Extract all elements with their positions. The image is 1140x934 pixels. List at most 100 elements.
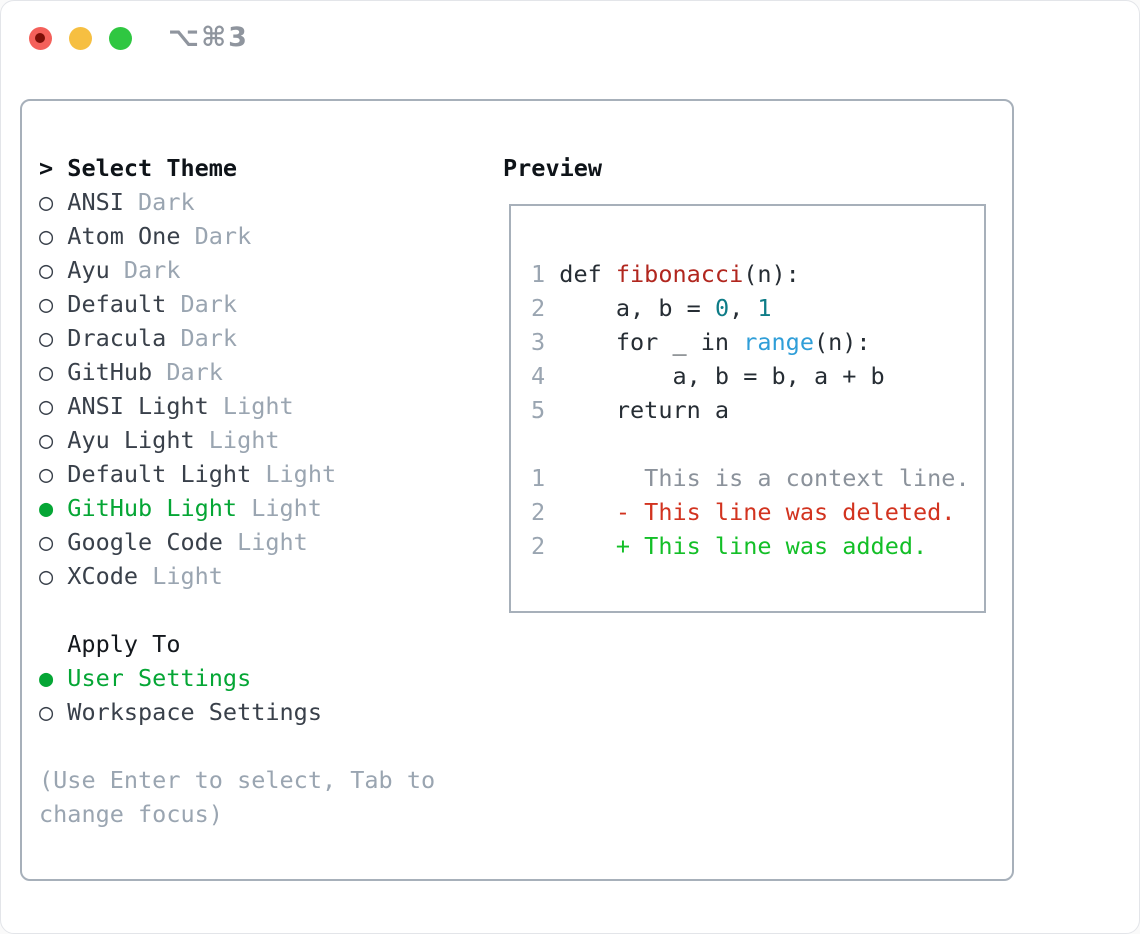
code-token: for _ in	[559, 328, 744, 356]
theme-variant-label: Dark	[194, 222, 252, 250]
theme-option-label: Ayu Light	[67, 426, 195, 454]
theme-option-ansi-light[interactable]: ○ ANSI Light Light	[39, 389, 435, 423]
spacer	[39, 729, 435, 763]
code-line: 1 This is a context line.	[531, 461, 984, 495]
radio-unselected-icon: ○	[39, 188, 54, 216]
code-line: 4 a, b = b, a + b	[531, 359, 984, 393]
theme-option-label: XCode	[67, 562, 139, 590]
code-line: 5 return a	[531, 393, 984, 427]
code-token: This is a context line.	[559, 464, 970, 492]
theme-option-github[interactable]: ○ GitHub Dark	[39, 355, 435, 389]
theme-option-label: Ayu	[67, 256, 110, 284]
theme-option-xcode[interactable]: ○ XCode Light	[39, 559, 435, 593]
radio-unselected-icon: ○	[39, 562, 54, 590]
footer-hint-line-1: (Use Enter to select, Tab to	[39, 766, 436, 794]
code-token: fibonacci	[615, 260, 744, 288]
radio-unselected-icon: ○	[39, 324, 54, 352]
theme-variant-label: Light	[237, 528, 308, 556]
theme-variant-label: Light	[265, 460, 337, 488]
zoom-button[interactable]	[109, 27, 132, 50]
theme-option-github-light[interactable]: ● GitHub Light Light	[39, 491, 435, 525]
code-token: a, b =	[559, 294, 715, 322]
apply-option-user-settings[interactable]: ●User Settings	[39, 661, 435, 695]
theme-variant-label: Light	[208, 426, 280, 454]
code-token: ,	[729, 294, 758, 322]
line-number: 1	[531, 260, 546, 288]
line-number: 5	[531, 396, 546, 424]
theme-option-label: Default Light	[67, 460, 252, 488]
line-number: 2	[531, 532, 546, 560]
code-blank-line	[531, 427, 984, 461]
apply-option-label: Workspace Settings	[67, 698, 322, 726]
apply-option-workspace-settings[interactable]: ○ Workspace Settings	[39, 695, 435, 729]
code-token: def	[559, 260, 616, 288]
close-button[interactable]	[29, 27, 52, 50]
radio-unselected-icon: ○	[39, 698, 54, 726]
radio-unselected-icon: ○	[39, 222, 54, 250]
select-theme-header: >Select Theme	[39, 151, 435, 185]
line-number: 3	[531, 328, 546, 356]
code-line: 1 def fibonacci(n):	[531, 257, 984, 291]
theme-option-label: Google Code	[67, 528, 223, 556]
theme-option-label: GitHub Light	[67, 494, 238, 522]
code-token: (n):	[743, 260, 800, 288]
theme-option-ayu-light[interactable]: ○ Ayu Light Light	[39, 423, 435, 457]
theme-option-label: ANSI Light	[67, 392, 209, 420]
code-token: return a	[559, 396, 730, 424]
theme-option-default-light[interactable]: ○ Default Light Light	[39, 457, 435, 491]
theme-option-google-code[interactable]: ○ Google Code Light	[39, 525, 435, 559]
radio-unselected-icon: ○	[39, 426, 54, 454]
theme-variant-label: Dark	[166, 358, 223, 386]
radio-unselected-icon: ○	[39, 528, 54, 556]
radio-unselected-icon: ○	[39, 392, 54, 420]
code-token: 1	[757, 294, 772, 322]
radio-unselected-icon: ○	[39, 256, 54, 284]
theme-option-label: Default	[67, 290, 167, 318]
preview-header: Preview	[503, 154, 603, 182]
theme-option-label: ANSI	[67, 188, 124, 216]
apply-to-list: ●User Settings ○ Workspace Settings	[39, 661, 435, 729]
theme-variant-label: Light	[222, 392, 294, 420]
theme-variant-label: Dark	[138, 188, 195, 216]
line-number: 2	[531, 294, 546, 322]
code-token: range	[743, 328, 814, 356]
theme-option-ayu[interactable]: ○ Ayu Dark	[39, 253, 435, 287]
theme-option-ansi[interactable]: ○ ANSI Dark	[39, 185, 435, 219]
radio-unselected-icon: ○	[39, 290, 54, 318]
code-token: - This line was deleted.	[559, 498, 956, 526]
theme-variant-label: Dark	[180, 290, 238, 318]
spacer	[39, 593, 435, 627]
theme-option-label: Dracula	[67, 324, 167, 352]
code-token: a, b = b, a + b	[559, 362, 885, 390]
radio-unselected-icon: ○	[39, 460, 54, 488]
minimize-button[interactable]	[69, 27, 92, 50]
code-line: 2 + This line was added.	[531, 529, 984, 563]
radio-selected-icon: ●	[39, 494, 54, 522]
line-number: 4	[531, 362, 546, 390]
theme-variant-label: Light	[152, 562, 223, 590]
apply-to-header: Apply To	[67, 630, 181, 658]
theme-variant-label: Light	[251, 494, 322, 522]
close-dot-icon	[35, 33, 45, 43]
footer-hint-line-2: change focus)	[39, 800, 223, 828]
theme-option-default[interactable]: ○ Default Dark	[39, 287, 435, 321]
radio-unselected-icon: ○	[39, 358, 54, 386]
theme-variant-label: Dark	[123, 256, 181, 284]
code-line: 2 a, b = 0, 1	[531, 291, 984, 325]
code-line: 2 - This line was deleted.	[531, 495, 984, 529]
select-theme-title: Select Theme	[67, 154, 238, 182]
code-line: 3 for _ in range(n):	[531, 325, 984, 359]
theme-option-label: GitHub	[67, 358, 153, 386]
radio-selected-icon: ●	[39, 664, 54, 692]
line-number: 2	[531, 498, 546, 526]
window-title: ⌥⌘3	[168, 22, 249, 53]
code-token: 0	[714, 294, 730, 322]
